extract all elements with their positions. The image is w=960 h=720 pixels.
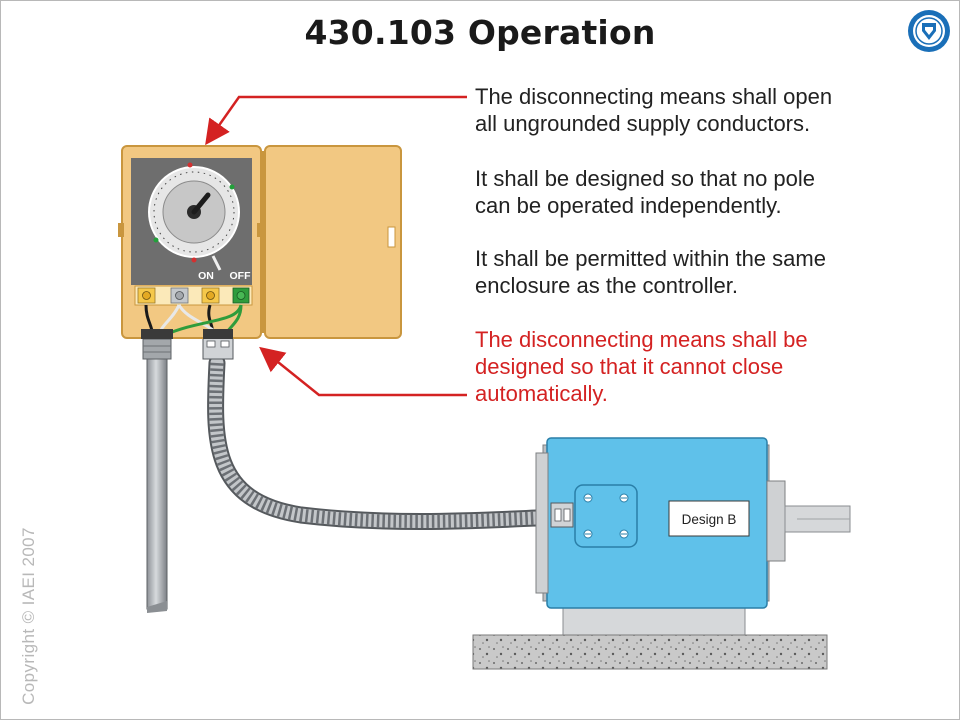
arrow-icon xyxy=(205,95,467,146)
note-no-independent-pole: It shall be designed so that no pole can… xyxy=(475,166,816,218)
note-open-ungrounded-conductors: The disconnecting means shall open all u… xyxy=(475,84,833,136)
slide-title: 430.103 Operation xyxy=(304,13,656,52)
note-same-enclosure: It shall be permitted within the same en… xyxy=(475,246,826,298)
motor-nameplate-label: Design B xyxy=(682,512,737,527)
copyright-text: Copyright © IAEI 2007 xyxy=(19,527,38,705)
on-label: ON xyxy=(198,270,214,282)
off-label: OFF xyxy=(230,270,252,282)
iaei-logo-icon xyxy=(908,10,950,52)
rigid-conduit xyxy=(142,338,172,613)
motor: Design B xyxy=(472,437,851,670)
arrow-icon xyxy=(259,346,467,397)
disconnect-switch-enclosure: ON OFF xyxy=(118,145,402,339)
note-cannot-close-automatically: The disconnecting means shall be designe… xyxy=(475,327,808,406)
